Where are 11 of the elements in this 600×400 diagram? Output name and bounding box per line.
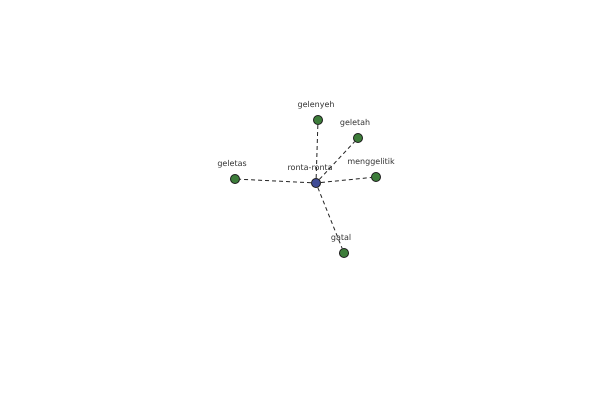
node-label: gelenyeh xyxy=(298,100,334,109)
node-label: geletas xyxy=(217,159,247,168)
node-label: geletah xyxy=(340,118,370,127)
node-label: menggelitik xyxy=(347,157,395,166)
dashed-connector xyxy=(240,178,312,184)
dashed-connector xyxy=(318,141,356,180)
node-label: gatal xyxy=(330,233,352,242)
dashed-connector xyxy=(320,177,372,183)
dashed-connector xyxy=(317,187,343,249)
dashed-connector xyxy=(316,124,318,178)
node-label: ronta-ronta xyxy=(287,163,333,172)
